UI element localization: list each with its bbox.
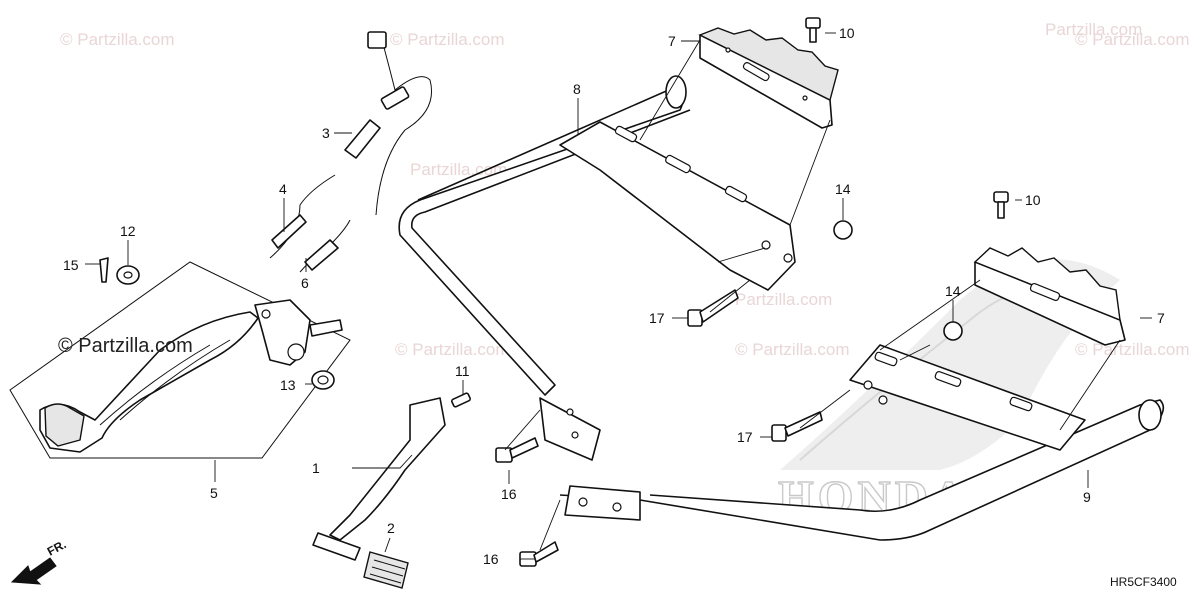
callout-16-bottom: 16 [483,551,499,567]
callout-6: 6 [301,275,309,291]
watermark: © Partzilla.com [1075,340,1190,359]
bolt-c-bottom [519,541,559,567]
watermark: © Partzilla.com [735,340,850,359]
callout-17-right: 17 [737,429,753,445]
watermark: Partzilla.com [410,160,507,179]
watermark: Partzilla.com [1045,20,1142,39]
step-bar-left [398,75,796,461]
washer [116,265,140,285]
front-arrow-icon [10,557,57,585]
callout-17-top: 17 [649,310,665,326]
stop-switch [344,31,433,216]
pedal-assembly [39,299,343,453]
assembly-guides [504,39,1121,551]
spring-a [269,174,336,259]
watermark: © Partzilla.com [395,340,510,359]
cotter-pin [99,257,109,283]
callout-8: 8 [573,81,581,97]
watermark-layer: © Partzilla.com © Partzilla.com © Partzi… [60,20,1190,359]
bolt-d-top [687,289,739,327]
step-bar-right [559,344,1165,541]
watermark: © Partzilla.com [390,30,505,49]
callout-9: 9 [1083,489,1091,505]
callout-numbers: 1 2 3 4 5 6 7 7 8 9 10 10 11 12 13 14 14… [63,25,1165,567]
callout-15: 15 [63,257,79,273]
callout-13: 13 [280,377,296,393]
callout-4: 4 [279,181,287,197]
nut-top [833,220,853,240]
callout-leaders [85,32,1152,560]
spring-b [299,219,351,273]
callout-16-mid: 16 [501,486,517,502]
callout-11: 11 [455,363,470,379]
bolt-a-right [993,191,1009,219]
bolt-b [451,392,471,408]
bushing [311,370,335,390]
callout-12: 12 [120,223,136,239]
callout-3: 3 [322,125,330,141]
nut-right [943,321,963,341]
callout-10-right: 10 [1025,192,1041,208]
bolt-c-mid [495,437,539,463]
callout-10-top: 10 [839,25,855,41]
footpeg-plate-right [973,247,1126,346]
watermark: Partzilla.com [735,290,832,309]
assembly-outline [9,261,351,459]
bolt-d-right [771,411,823,442]
callout-5: 5 [210,485,218,501]
watermark-foreground: © Partzilla.com [58,335,193,357]
callout-14-right: 14 [945,283,961,299]
callout-7-right: 7 [1157,310,1165,326]
pedal-rubber [363,551,409,589]
watermark: © Partzilla.com [60,30,175,49]
callout-2: 2 [387,520,395,536]
front-label: FR. [45,537,69,558]
brake-pedal [312,397,446,561]
watermark: © Partzilla.com [1075,30,1190,49]
callout-1: 1 [312,460,320,476]
callout-14-top: 14 [835,181,851,197]
bolt-a-top [805,17,821,43]
footpeg-plate-top [698,27,839,129]
diagram-code: HR5CF3400 [1110,575,1177,589]
front-direction-indicator: FR. [10,537,69,585]
callout-7-top: 7 [668,33,676,49]
